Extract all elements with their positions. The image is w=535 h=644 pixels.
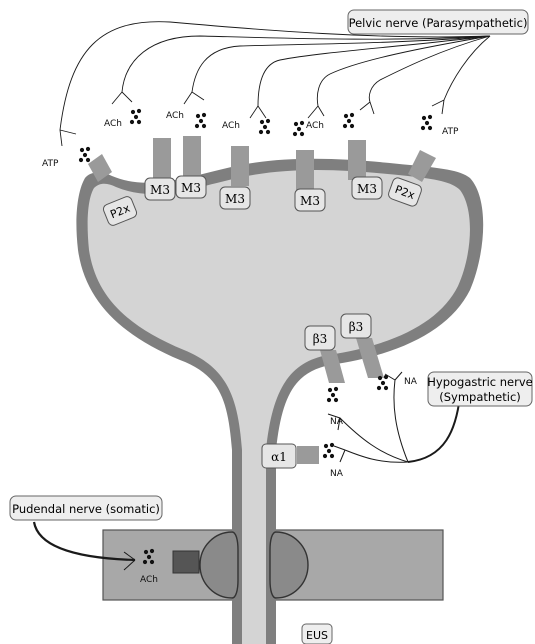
receptor-label: M3 [357,182,377,196]
ach-label: ACh [166,111,184,121]
pudendal-nerve-label: Pudendal nerve (somatic) [10,496,162,520]
receptor-label: M3 [300,194,320,208]
na-label: NA [330,469,344,479]
eus-text: EUS [306,629,328,642]
receptor-label: M3 [225,192,245,206]
alpha1-receptor-bar [297,446,319,464]
receptor-m3-2: M3 [176,176,206,198]
receptor-label: M3 [181,181,201,195]
receptor-label: β3 [313,332,328,346]
pelvic-nerve-fibres [60,22,490,146]
receptor-label: α1 [271,450,287,464]
ach-label: ACh [306,121,324,131]
pelvic-nerve-label: Pelvic nerve (Parasympathetic) [348,10,528,34]
receptor-m3-4: M3 [295,189,325,211]
pudendal-nerve-text: Pudendal nerve (somatic) [12,502,160,516]
na-label: NA [330,417,344,427]
receptor-label: β3 [349,320,364,334]
ach-label: ACh [222,121,240,131]
hypogastric-nerve-label: Hypogastric nerve (Sympathetic) [427,372,533,406]
receptor-beta3-left: β3 [305,326,335,350]
atp-label: ATP [42,159,59,169]
ach-label: ACh [104,119,122,129]
receptor-m3-1: M3 [145,178,175,200]
receptor-m3-3: M3 [220,187,250,209]
receptor-m3-5: M3 [352,177,382,199]
hypogastric-nerve-subtext: (Sympathetic) [439,390,521,404]
ach-label: ACh [140,575,158,585]
eus-label: EUS [302,624,332,644]
receptor-alpha1: α1 [262,444,296,468]
hypogastric-nerve-text: Hypogastric nerve [427,375,533,389]
na-label: NA [404,377,418,387]
receptor-label: M3 [150,183,170,197]
receptor-beta3-right: β3 [341,314,371,338]
pelvic-nerve-text: Pelvic nerve (Parasympathetic) [349,16,528,30]
atp-label: ATP [442,127,459,137]
